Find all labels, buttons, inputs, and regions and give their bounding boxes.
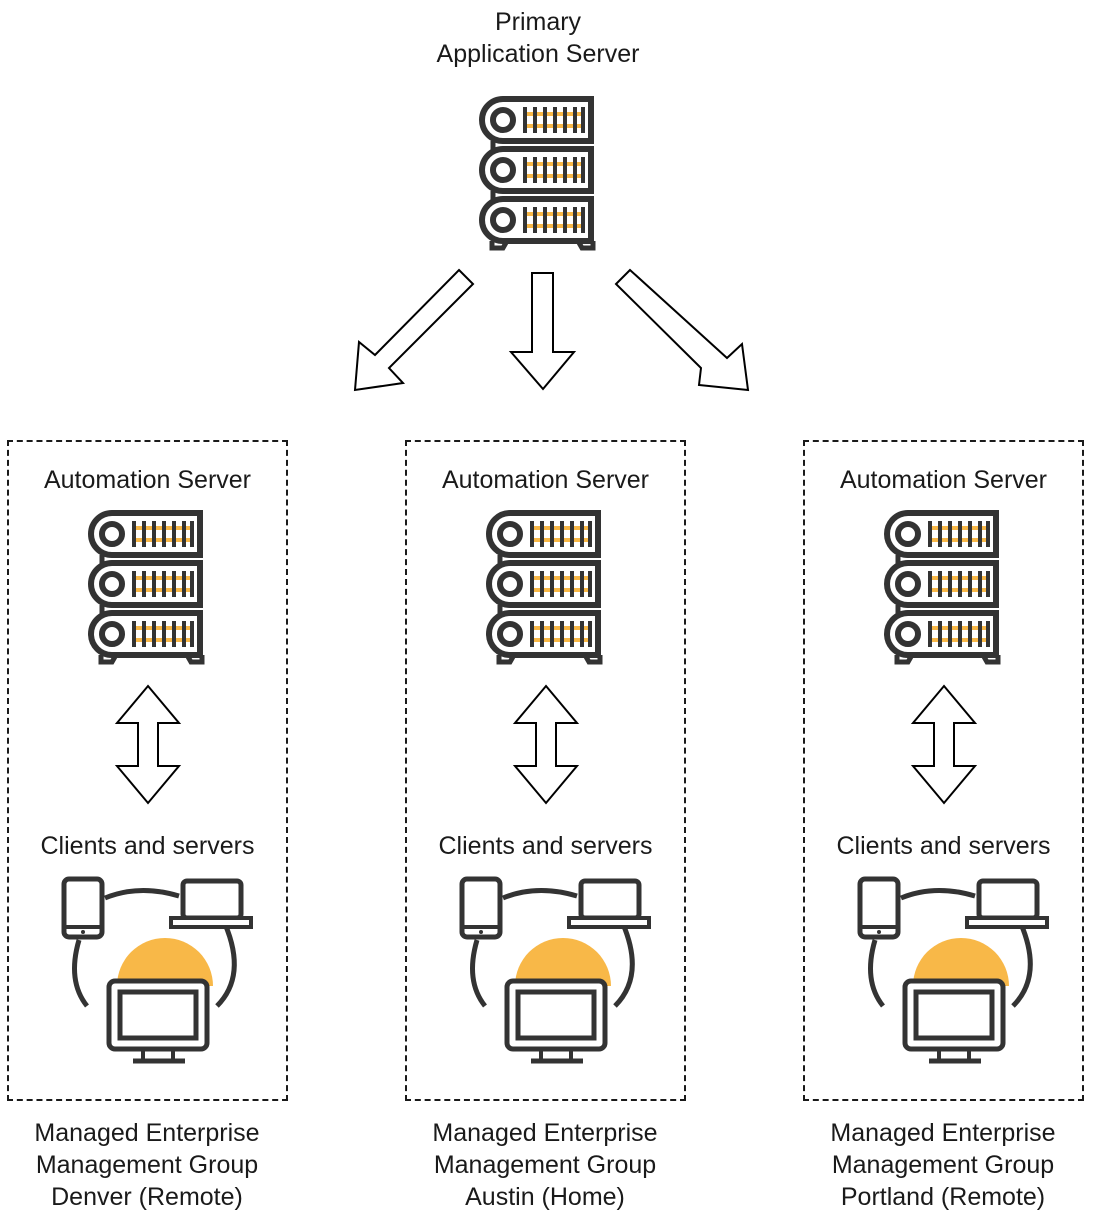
group-box-portland [803,440,1084,1101]
server-rack-icon [490,510,602,663]
caption-line-1: Managed Enterprise [34,1119,260,1147]
primary-title-line-2: Application Server [436,40,640,68]
clients-label: Clients and servers [40,832,255,860]
clients-devices-icon [853,876,1053,1066]
clients-label: Clients and servers [438,832,653,860]
automation-server-label: Automation Server [43,466,252,494]
group-caption-denver: Managed Enterprise Management Group Denv… [0,1117,297,1213]
clients-devices-icon [57,876,257,1066]
group-caption-austin: Managed Enterprise Management Group Aust… [395,1117,695,1213]
clients-devices-icon [455,876,655,1066]
arrow-down-right-icon [614,268,750,392]
primary-title-line-1: Primary [494,8,582,36]
double-arrow-vertical-icon [116,685,180,804]
double-arrow-vertical-icon [514,685,578,804]
group-box-austin [405,440,686,1101]
caption-line-2: Management Group [831,1151,1055,1179]
caption-line-2: Management Group [433,1151,657,1179]
caption-line-1: Managed Enterprise [830,1119,1056,1147]
caption-line-3: Denver (Remote) [51,1183,243,1211]
distribution-arrows [353,268,750,392]
server-rack-icon [92,510,204,663]
server-rack-icon [888,510,1000,663]
caption-line-1: Managed Enterprise [432,1119,658,1147]
group-box-denver [7,440,288,1101]
clients-label: Clients and servers [836,832,1051,860]
caption-line-2: Management Group [35,1151,259,1179]
caption-line-3: Austin (Home) [465,1183,625,1211]
double-arrow-vertical-icon [912,685,976,804]
caption-line-3: Portland (Remote) [840,1183,1046,1211]
automation-server-label: Automation Server [839,466,1048,494]
automation-server-label: Automation Server [441,466,650,494]
arrow-down-left-icon [353,268,475,392]
arrow-down-icon [508,272,577,391]
primary-server-title: Primary Application Server [388,6,688,70]
group-caption-portland: Managed Enterprise Management Group Port… [793,1117,1093,1213]
